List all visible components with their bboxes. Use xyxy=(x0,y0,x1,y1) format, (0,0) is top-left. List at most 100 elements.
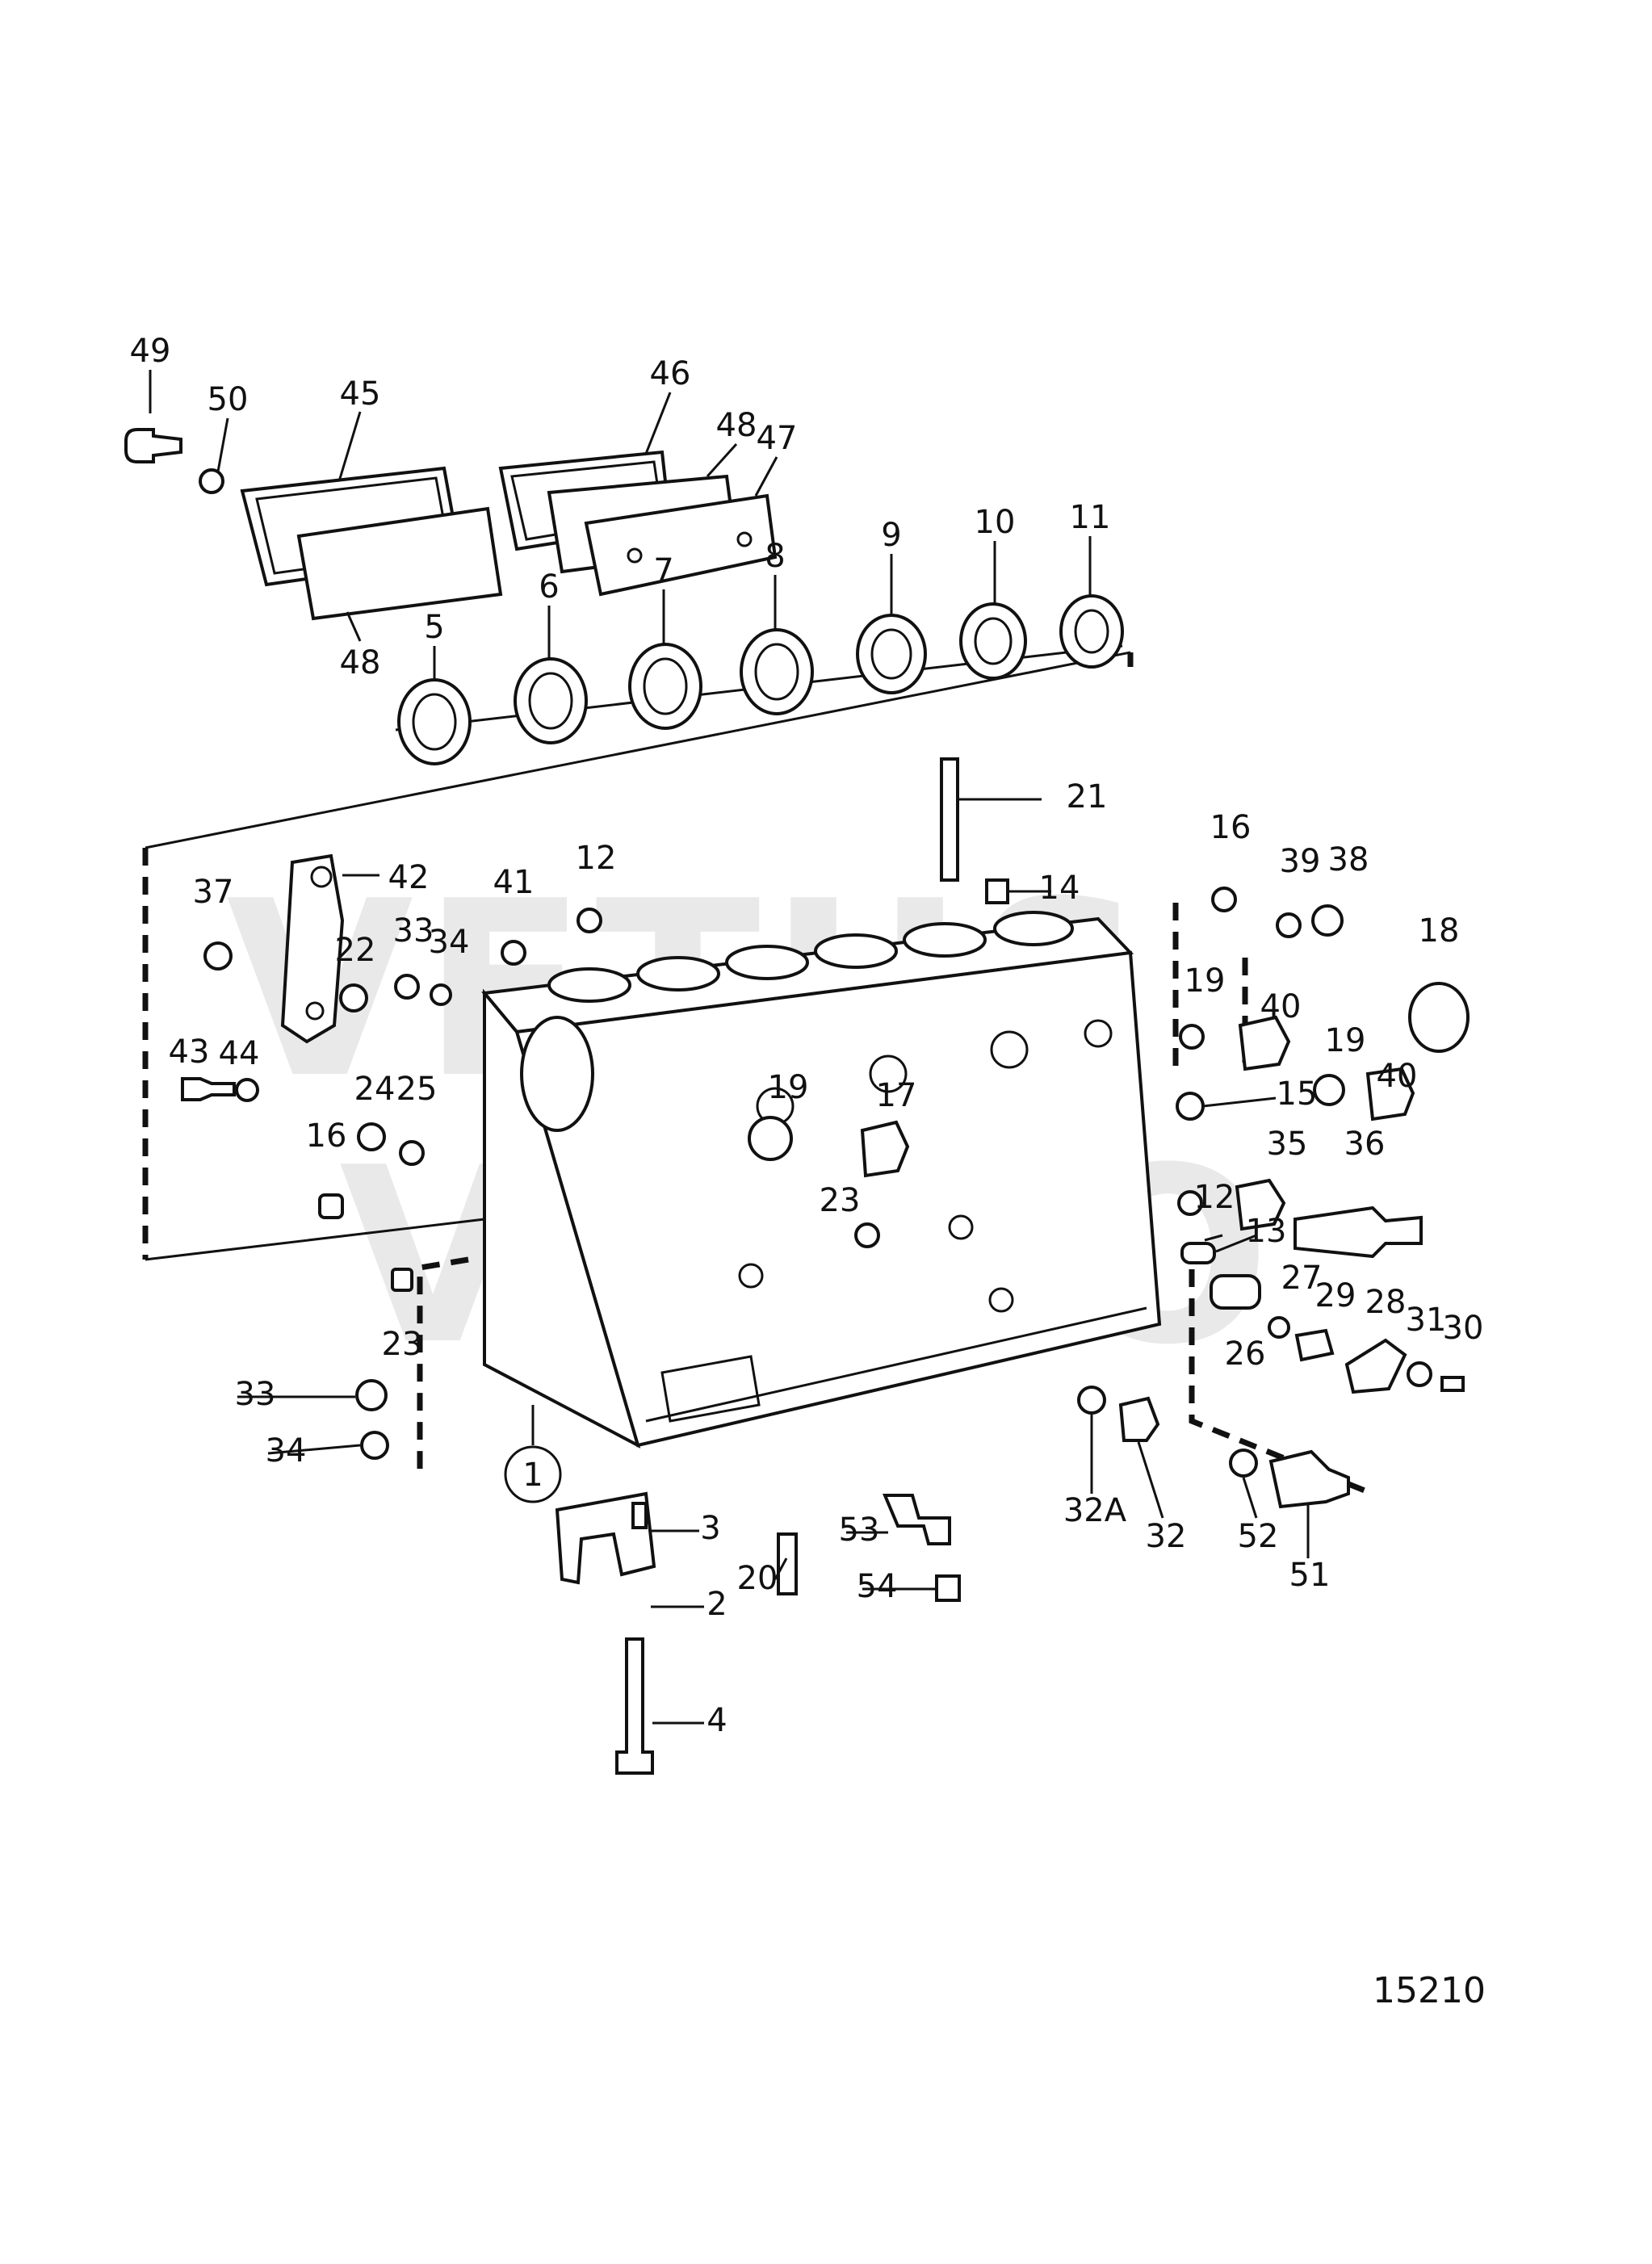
plug-32 xyxy=(1118,1396,1160,1442)
part-label-23: 23 xyxy=(820,1182,861,1219)
part-label-37: 37 xyxy=(193,874,234,911)
plug-24 xyxy=(357,1122,386,1151)
bearing-9 xyxy=(856,614,927,694)
washer-34-top xyxy=(430,983,452,1006)
part-label-40: 40 xyxy=(1260,988,1302,1025)
part-label-19: 19 xyxy=(768,1069,809,1106)
part-label-16: 16 xyxy=(306,1117,347,1155)
part-label-52: 52 xyxy=(1238,1518,1279,1555)
part-label-5: 5 xyxy=(424,609,444,646)
part-label-49: 49 xyxy=(130,333,171,370)
nut-31 xyxy=(1407,1361,1432,1387)
part-label-42: 42 xyxy=(388,859,430,896)
plug-16-right xyxy=(1211,887,1237,912)
part-label-14: 14 xyxy=(1039,870,1080,907)
part-label-50: 50 xyxy=(208,381,249,418)
plug-23-left xyxy=(391,1268,413,1292)
part-label-3: 3 xyxy=(700,1510,720,1547)
sleeve-14 xyxy=(985,878,1009,904)
part-label-12: 12 xyxy=(1194,1179,1235,1216)
plug-18 xyxy=(1408,982,1470,1053)
part-label-2: 2 xyxy=(707,1586,727,1623)
part-label-13: 13 xyxy=(1246,1213,1287,1250)
part-label-1: 1 xyxy=(522,1457,543,1494)
part-label-33: 33 xyxy=(235,1376,276,1413)
washer-50 xyxy=(199,468,224,494)
plugs-and-fittings xyxy=(181,853,1470,1509)
plug-41 xyxy=(501,940,526,966)
fitting-29 xyxy=(1294,1328,1335,1362)
part-label-21: 21 xyxy=(1067,778,1108,815)
part-label-12: 12 xyxy=(576,840,617,877)
part-label-8: 8 xyxy=(765,538,785,575)
plug-33-top xyxy=(394,974,420,1000)
part-label-6: 6 xyxy=(539,568,559,606)
part-label-43: 43 xyxy=(169,1033,210,1071)
dowel-3 xyxy=(631,1502,648,1529)
part-label-10: 10 xyxy=(975,504,1016,541)
part-label-31: 31 xyxy=(1406,1302,1447,1339)
block-front xyxy=(483,988,641,1449)
part-label-17: 17 xyxy=(876,1077,917,1114)
callout-circle-1 xyxy=(504,1445,562,1503)
plug-16-left xyxy=(318,1193,344,1219)
bolt-4 xyxy=(615,1637,654,1775)
part-label-41: 41 xyxy=(493,864,535,901)
bracket-42 xyxy=(280,853,345,1044)
bearing-6 xyxy=(514,657,588,744)
part-label-26: 26 xyxy=(1225,1335,1266,1373)
bearing-8 xyxy=(740,628,814,715)
part-label-22: 22 xyxy=(335,932,376,969)
part-label-20: 20 xyxy=(737,1560,778,1597)
cylinder-block xyxy=(481,911,1162,1449)
part-label-23: 23 xyxy=(382,1326,423,1363)
bearing-cap-2 xyxy=(555,1491,656,1585)
plug-37 xyxy=(203,941,233,971)
cover-47 xyxy=(584,493,778,597)
bolt-43 xyxy=(181,1077,236,1101)
part-label-16: 16 xyxy=(1210,809,1252,846)
part-label-47: 47 xyxy=(757,420,798,457)
part-label-48: 48 xyxy=(340,644,381,681)
plug-40-b xyxy=(1365,1067,1415,1122)
part-label-48: 48 xyxy=(716,407,757,444)
fitting-51 xyxy=(1268,1449,1350,1509)
washer-39 xyxy=(1276,912,1302,938)
part-label-27: 27 xyxy=(1281,1260,1323,1297)
part-label-19: 19 xyxy=(1184,962,1226,1000)
part-label-54: 54 xyxy=(857,1568,898,1605)
plug-15 xyxy=(1176,1092,1205,1121)
part-label-15: 15 xyxy=(1277,1075,1318,1113)
part-label-32A: 32A xyxy=(1063,1492,1127,1529)
part-label-32: 32 xyxy=(1146,1518,1187,1555)
washer-32A xyxy=(1077,1386,1106,1415)
part-label-46: 46 xyxy=(650,355,691,392)
plug-33-bottom xyxy=(355,1379,388,1411)
washer-19-a xyxy=(1179,1024,1205,1050)
part-label-44: 44 xyxy=(219,1035,260,1072)
plug-23-center xyxy=(854,1222,880,1248)
washer-19-c xyxy=(748,1116,793,1161)
bearing-7 xyxy=(628,643,702,730)
washer-19-b xyxy=(1313,1074,1345,1106)
figure-number: 15210 xyxy=(1373,1970,1486,2011)
plug-17 xyxy=(860,1120,910,1178)
side-cover-assembly xyxy=(124,428,778,621)
part-label-4: 4 xyxy=(707,1702,727,1739)
plug-38 xyxy=(1311,904,1344,937)
main-bearing-cap-parts xyxy=(555,757,961,1775)
part-label-38: 38 xyxy=(1328,841,1369,878)
part-label-40: 40 xyxy=(1377,1058,1418,1095)
fitting-36 xyxy=(1294,1205,1423,1259)
bracket-53 xyxy=(882,1494,951,1545)
part-label-51: 51 xyxy=(1289,1557,1331,1594)
washer-34-bottom xyxy=(360,1431,389,1460)
bolt-49 xyxy=(124,428,182,463)
pipe-21 xyxy=(940,757,959,882)
part-label-7: 7 xyxy=(653,552,673,589)
washer-25 xyxy=(399,1140,425,1166)
part-label-33: 33 xyxy=(393,912,434,950)
plug-40-a xyxy=(1238,1015,1291,1071)
